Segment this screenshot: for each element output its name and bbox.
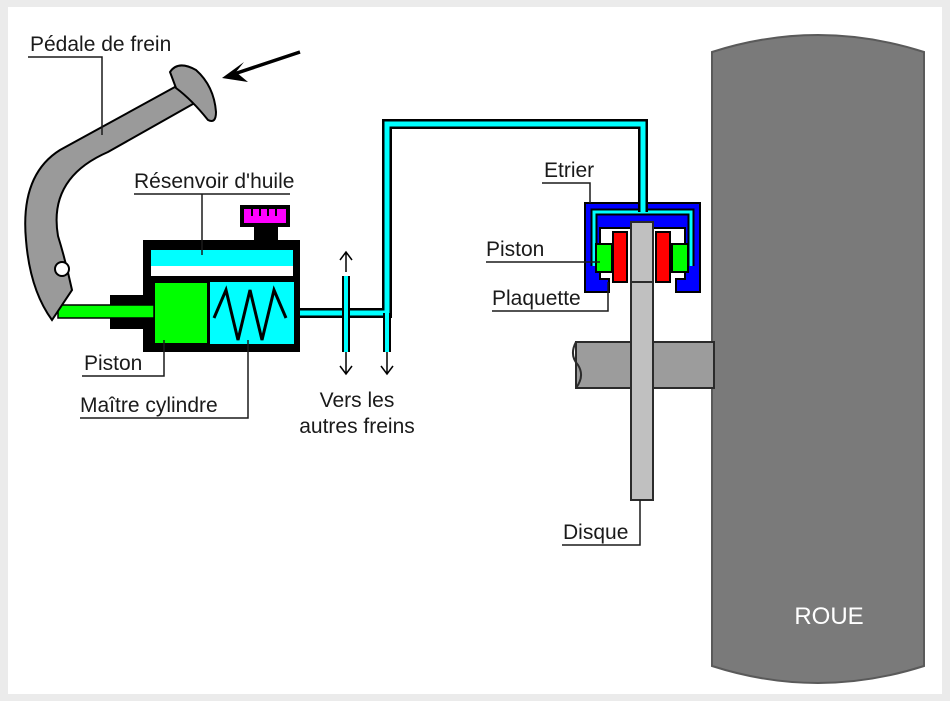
wheel xyxy=(711,34,925,684)
brake-line-fluid xyxy=(298,121,646,316)
branch-arrow-down-right-icon xyxy=(380,352,394,376)
reservoir-cap-inner xyxy=(244,209,286,223)
label-reservoir: Résenvoir d'huile xyxy=(134,170,294,193)
label-disc: Disque xyxy=(563,521,628,544)
return-spring xyxy=(212,285,288,341)
label-other-brakes-2: autres freins xyxy=(299,415,415,438)
cap-grip xyxy=(251,209,277,216)
branch-arrow-up-icon xyxy=(339,250,353,272)
cylinder-fluid xyxy=(210,282,294,344)
wheel-label: ROUE xyxy=(794,603,863,630)
caliper-piston-left xyxy=(595,243,613,273)
brake-pedal-pad xyxy=(168,64,218,122)
master-piston xyxy=(153,281,209,345)
reservoir-fluid xyxy=(151,250,293,266)
pedal-pivot xyxy=(54,261,70,277)
label-master-cylinder: Maître cylindre xyxy=(80,394,218,417)
label-caliper-piston: Piston xyxy=(486,238,544,261)
label-caliper: Etrier xyxy=(544,159,594,182)
pushrod xyxy=(57,304,155,319)
label-master-piston: Piston xyxy=(84,352,142,375)
leader-lines xyxy=(28,56,641,546)
axle-break-line xyxy=(572,341,582,389)
brake-disc-top xyxy=(630,221,654,283)
force-arrow-icon xyxy=(222,50,301,82)
brake-pad-right xyxy=(655,231,671,283)
label-other-brakes-1: Vers les xyxy=(320,389,395,412)
reservoir-neck xyxy=(254,226,278,242)
branch-arrow-down-left-icon xyxy=(339,352,353,376)
brake-pad-left xyxy=(612,231,628,283)
label-pad: Plaquette xyxy=(492,287,581,310)
caliper xyxy=(584,202,701,293)
brake-pedal-arm xyxy=(24,80,202,322)
caliper-piston-right xyxy=(671,243,689,273)
label-brake-pedal: Pédale de frein xyxy=(30,33,171,56)
reservoir-air xyxy=(151,266,293,276)
